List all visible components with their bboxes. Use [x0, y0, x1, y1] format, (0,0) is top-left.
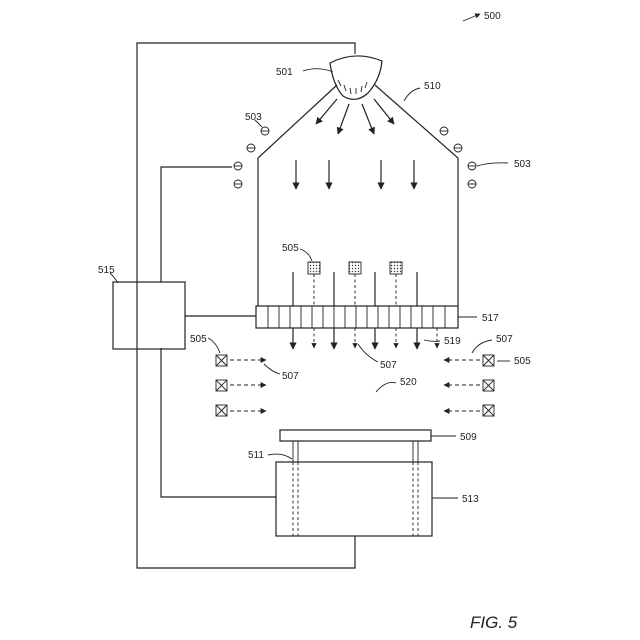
showerhead-label: 517 [482, 313, 499, 324]
source-label: 501 [276, 67, 293, 78]
controller-to-coil-wire [161, 167, 232, 282]
flow-left-label: 507 [282, 371, 299, 382]
coil-right-label: 503 [514, 159, 531, 170]
platform-label: 509 [460, 432, 477, 443]
showerhead [256, 306, 458, 328]
enclosure-label: 510 [424, 81, 441, 92]
outlet-label: 519 [444, 336, 461, 347]
region-label: 520 [400, 377, 417, 388]
base-block [276, 462, 432, 536]
gas-inlets-top [308, 262, 402, 306]
source [330, 56, 382, 99]
gas-left-label: 505 [190, 334, 207, 345]
gas-top-label: 505 [282, 243, 299, 254]
figure-caption: FIG. 5 [470, 613, 518, 632]
figure-ref: 500 [463, 11, 501, 22]
coil-left-label: 503 [245, 112, 262, 123]
gas-inlets-left [216, 355, 266, 416]
chamber-arrows [296, 160, 414, 189]
controller-label: 515 [98, 265, 115, 276]
controller-box [113, 282, 185, 349]
gas-inlets-right [444, 355, 494, 416]
controller-to-base-wire [161, 348, 276, 497]
flow-right-label: 507 [496, 334, 513, 345]
lift-pins [293, 441, 418, 536]
platform [280, 430, 431, 441]
pin-label: 511 [248, 450, 264, 461]
source-arrows [316, 99, 394, 134]
coil-left [234, 127, 269, 188]
figure-ref-label: 500 [484, 11, 501, 22]
base-label: 513 [462, 494, 479, 505]
flow-center-label: 507 [380, 360, 397, 371]
gas-right-label: 505 [514, 356, 531, 367]
